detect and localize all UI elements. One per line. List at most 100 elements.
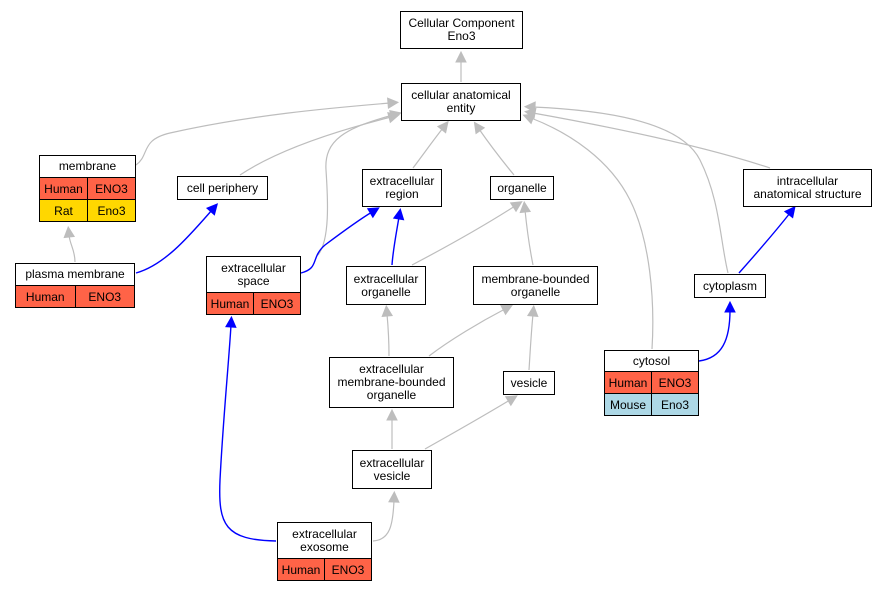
- edge-cell_periphery-to-cae: [239, 116, 392, 176]
- gene-cell: ENO3: [74, 286, 134, 307]
- node-label: extracellular vesicle: [359, 455, 425, 483]
- species-cell: Human: [40, 178, 87, 199]
- annotation-row: Human ENO3: [40, 177, 135, 199]
- node-label: cytoplasm: [702, 278, 758, 293]
- edge-plasma_membrane-to-membrane: [68, 234, 76, 263]
- arrowhead: [389, 110, 402, 122]
- edge-extracellular_exosome-to-extracellular_space: [219, 324, 277, 542]
- node-label: vesicle: [510, 375, 548, 390]
- edge-extracellular_region-to-cae: [412, 127, 444, 169]
- edge-ext_mbo-to-membrane_bounded_organelle: [428, 308, 506, 357]
- node-label: membrane: [58, 159, 117, 173]
- edge-extracellular_exosome-to-extracellular_vesicle: [372, 499, 395, 542]
- node-extracellular-organelle[interactable]: extracellular organelle: [346, 266, 426, 305]
- edge-intracellular-to-cae: [532, 112, 771, 169]
- annotation-row: Mouse Eno3: [605, 393, 698, 415]
- species-cell: Mouse: [605, 394, 651, 415]
- arrowhead: [63, 225, 76, 239]
- arrowhead: [387, 97, 400, 109]
- arrowhead: [225, 315, 237, 328]
- arrowhead: [504, 395, 518, 407]
- node-membrane[interactable]: membrane Human ENO3 Rat Eno3: [39, 155, 136, 222]
- edge-extracellular_vesicle-to-vesicle: [424, 399, 511, 450]
- arrowhead: [526, 304, 539, 318]
- annotation-row: Human ENO3: [605, 371, 698, 393]
- node-label: extracellular exosome: [292, 526, 357, 554]
- node-cellular-anatomical-entity[interactable]: cellular anatomical entity: [401, 83, 521, 121]
- node-cellular-component[interactable]: Cellular Component Eno3: [400, 11, 523, 49]
- arrowhead: [523, 101, 536, 113]
- node-label: Cellular Component Eno3: [408, 16, 515, 43]
- edge-cytosol-to-cytoplasm: [698, 309, 731, 362]
- node-extracellular-region[interactable]: extracellular region: [362, 169, 442, 207]
- arrowhead: [783, 205, 796, 219]
- arrowhead: [522, 113, 536, 125]
- node-cytosol[interactable]: cytosol Human ENO3 Mouse Eno3: [604, 350, 699, 416]
- node-label: extracellular membrane-bounded organelle: [337, 362, 446, 402]
- edge-extracellular_space-to-extracellular_region: [300, 211, 373, 274]
- node-organelle[interactable]: organelle: [490, 176, 554, 200]
- node-label: membrane-bounded organelle: [481, 271, 590, 299]
- edge-cytosol-to-cae: [530, 117, 654, 350]
- gene-cell: ENO3: [87, 178, 135, 199]
- edge-extracellular_space-to-cae: [317, 114, 394, 256]
- node-label: cytosol: [632, 353, 671, 368]
- gene-cell: ENO3: [253, 293, 300, 314]
- arrowhead: [386, 408, 398, 421]
- species-cell: Human: [278, 559, 324, 580]
- arrowhead: [455, 50, 467, 63]
- edge-membrane-to-cae: [135, 102, 391, 166]
- node-label: extracellular region: [369, 174, 435, 201]
- arrowhead: [724, 300, 736, 313]
- species-cell: Human: [207, 293, 253, 314]
- node-intracellular-anatomical-structure[interactable]: intracellular anatomical structure: [743, 169, 872, 207]
- edge-cytoplasm-to-cae: [532, 106, 729, 274]
- node-label: cellular anatomical entity: [411, 88, 511, 115]
- arrowhead: [381, 304, 394, 318]
- node-extracellular-membrane-bounded-organelle[interactable]: extracellular membrane-bounded organelle: [329, 357, 454, 408]
- node-extracellular-exosome[interactable]: extracellular exosome Human ENO3: [277, 522, 372, 581]
- arrowhead: [205, 203, 219, 216]
- node-vesicle[interactable]: vesicle: [503, 371, 555, 395]
- node-cytoplasm[interactable]: cytoplasm: [694, 274, 766, 298]
- edge-cytoplasm-to-intracellular: [738, 212, 791, 274]
- node-label: extracellular space: [221, 260, 286, 288]
- arrowhead: [509, 201, 523, 213]
- node-label: plasma membrane: [25, 267, 125, 281]
- edge-organelle-to-cae: [478, 128, 515, 176]
- edge-plasma_membrane-to-cell_periphery: [135, 209, 213, 274]
- species-cell: Rat: [40, 200, 87, 221]
- node-label: extracellular organelle: [353, 271, 419, 299]
- node-membrane-bounded-organelle[interactable]: membrane-bounded organelle: [473, 266, 598, 305]
- node-extracellular-space[interactable]: extracellular space Human ENO3: [206, 256, 301, 315]
- edge-ext_mbo-to-extracellular_organelle: [386, 313, 390, 357]
- annotation-row: Human ENO3: [207, 292, 300, 314]
- species-cell: Human: [605, 372, 651, 393]
- node-plasma-membrane[interactable]: plasma membrane Human ENO3: [15, 263, 135, 308]
- gene-cell: Eno3: [651, 394, 698, 415]
- node-extracellular-vesicle[interactable]: extracellular vesicle: [352, 450, 432, 489]
- annotation-row: Rat Eno3: [40, 199, 135, 221]
- species-cell: Human: [16, 286, 75, 307]
- edge-extracellular_organelle-to-organelle: [411, 205, 516, 266]
- node-label: intracellular anatomical structure: [753, 174, 862, 201]
- edge-extracellular_organelle-to-extracellular_region: [391, 216, 400, 266]
- arrowhead: [500, 304, 514, 316]
- arrowhead: [392, 208, 405, 221]
- annotation-row: Human ENO3: [278, 558, 371, 580]
- edge-membrane_bounded_organelle-to-organelle: [524, 209, 534, 266]
- annotation-row: Human ENO3: [16, 285, 134, 307]
- gene-cell: ENO3: [324, 559, 371, 580]
- node-cell-periphery[interactable]: cell periphery: [177, 176, 268, 200]
- gene-cell: ENO3: [651, 372, 698, 393]
- gene-cell: Eno3: [87, 200, 135, 221]
- arrowhead: [436, 120, 449, 134]
- node-label: cell periphery: [186, 180, 259, 195]
- arrowhead: [519, 200, 532, 214]
- arrowhead: [388, 490, 400, 503]
- arrowhead: [473, 121, 486, 135]
- edge-vesicle-to-membrane_bounded_organelle: [528, 313, 534, 371]
- node-label: organelle: [497, 180, 547, 195]
